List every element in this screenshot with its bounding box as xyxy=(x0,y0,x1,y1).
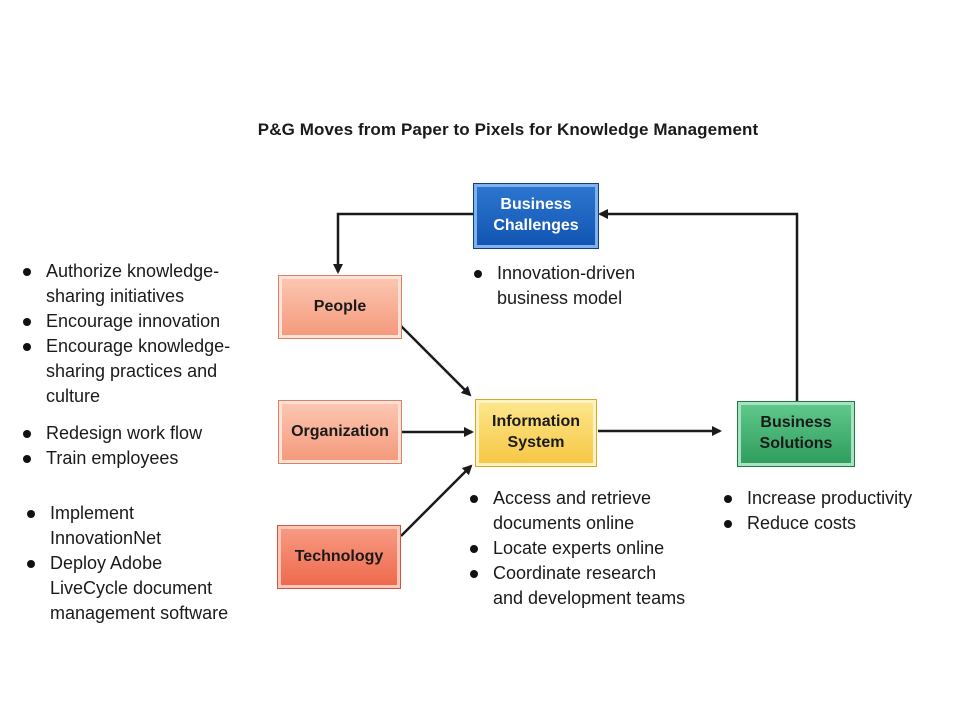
bullet-text: Encourage knowledge- sharing practices a… xyxy=(46,336,231,406)
bullet-icon xyxy=(724,495,732,503)
bullet-icon xyxy=(474,270,482,278)
bullet-text: Innovation-driven business model xyxy=(497,263,636,308)
bullet-icon xyxy=(470,495,478,503)
bullet-text: Locate experts online xyxy=(493,538,665,558)
bullet-icon xyxy=(724,520,732,528)
business-solutions-bullets: Increase productivity Reduce costs xyxy=(721,486,912,536)
list-item: Reduce costs xyxy=(721,511,912,536)
organization-label: Organization xyxy=(291,422,389,440)
bullet-icon xyxy=(470,545,478,553)
list-item: Train employees xyxy=(20,446,202,471)
list-item: Encourage innovation xyxy=(20,309,230,334)
technology-bullets: Implement InnovationNet Deploy Adobe Liv… xyxy=(24,501,228,626)
bullet-icon xyxy=(27,560,35,568)
technology-box: Technology xyxy=(277,525,401,589)
arrow-solutions-to-challenges xyxy=(598,209,799,402)
list-item: Authorize knowledge- sharing initiatives xyxy=(20,259,230,309)
business-challenges-bullets: Innovation-driven business model xyxy=(471,261,635,311)
business-challenges-box: Business Challenges xyxy=(473,183,599,249)
bullet-icon xyxy=(470,570,478,578)
bullet-text: Coordinate research and development team… xyxy=(493,563,686,608)
bullet-text: Access and retrieve documents online xyxy=(493,488,652,533)
diagram-title: P&G Moves from Paper to Pixels for Knowl… xyxy=(257,120,759,139)
bullet-text: Authorize knowledge- sharing initiatives xyxy=(46,261,220,306)
bullet-icon xyxy=(27,510,35,518)
people-label: People xyxy=(313,297,367,315)
list-item: Innovation-driven business model xyxy=(471,261,635,311)
bullet-text: Increase productivity xyxy=(747,488,913,508)
bullet-icon xyxy=(23,318,31,326)
bullet-text: Deploy Adobe LiveCycle document manageme… xyxy=(50,553,229,623)
bullet-icon xyxy=(23,268,31,276)
people-bullets: Authorize knowledge- sharing initiatives… xyxy=(20,259,230,409)
technology-label: Technology xyxy=(294,547,384,565)
bullet-icon xyxy=(23,455,31,463)
bullet-text: Reduce costs xyxy=(747,513,857,533)
business-solutions-box: Business Solutions xyxy=(737,401,855,467)
information-system-bullets: Access and retrieve documents online Loc… xyxy=(467,486,685,611)
business-challenges-label: Business Challenges xyxy=(493,196,579,234)
organization-bullets: Redesign work flow Train employees xyxy=(20,421,202,471)
bullet-icon xyxy=(23,343,31,351)
list-item: Encourage knowledge- sharing practices a… xyxy=(20,334,230,409)
organization-box: Organization xyxy=(278,400,402,464)
bullet-text: Implement InnovationNet xyxy=(50,503,162,548)
bullet-icon xyxy=(23,430,31,438)
list-item: Locate experts online xyxy=(467,536,685,561)
list-item: Increase productivity xyxy=(721,486,912,511)
arrow-people-to-system xyxy=(400,325,472,397)
people-box: People xyxy=(278,275,402,339)
list-item: Access and retrieve documents online xyxy=(467,486,685,536)
business-solutions-label: Business Solutions xyxy=(759,414,833,452)
arrow-technology-to-system xyxy=(400,464,473,537)
list-item: Implement InnovationNet xyxy=(24,501,228,551)
list-item: Redesign work flow xyxy=(20,421,202,446)
list-item: Deploy Adobe LiveCycle document manageme… xyxy=(24,551,228,626)
bullet-text: Redesign work flow xyxy=(46,423,203,443)
list-item: Coordinate research and development team… xyxy=(467,561,685,611)
bullet-text: Encourage innovation xyxy=(46,311,221,331)
arrow-challenges-to-people xyxy=(333,212,474,274)
information-system-label: Information System xyxy=(492,413,580,451)
bullet-text: Train employees xyxy=(46,448,179,468)
information-system-box: Information System xyxy=(475,399,597,467)
